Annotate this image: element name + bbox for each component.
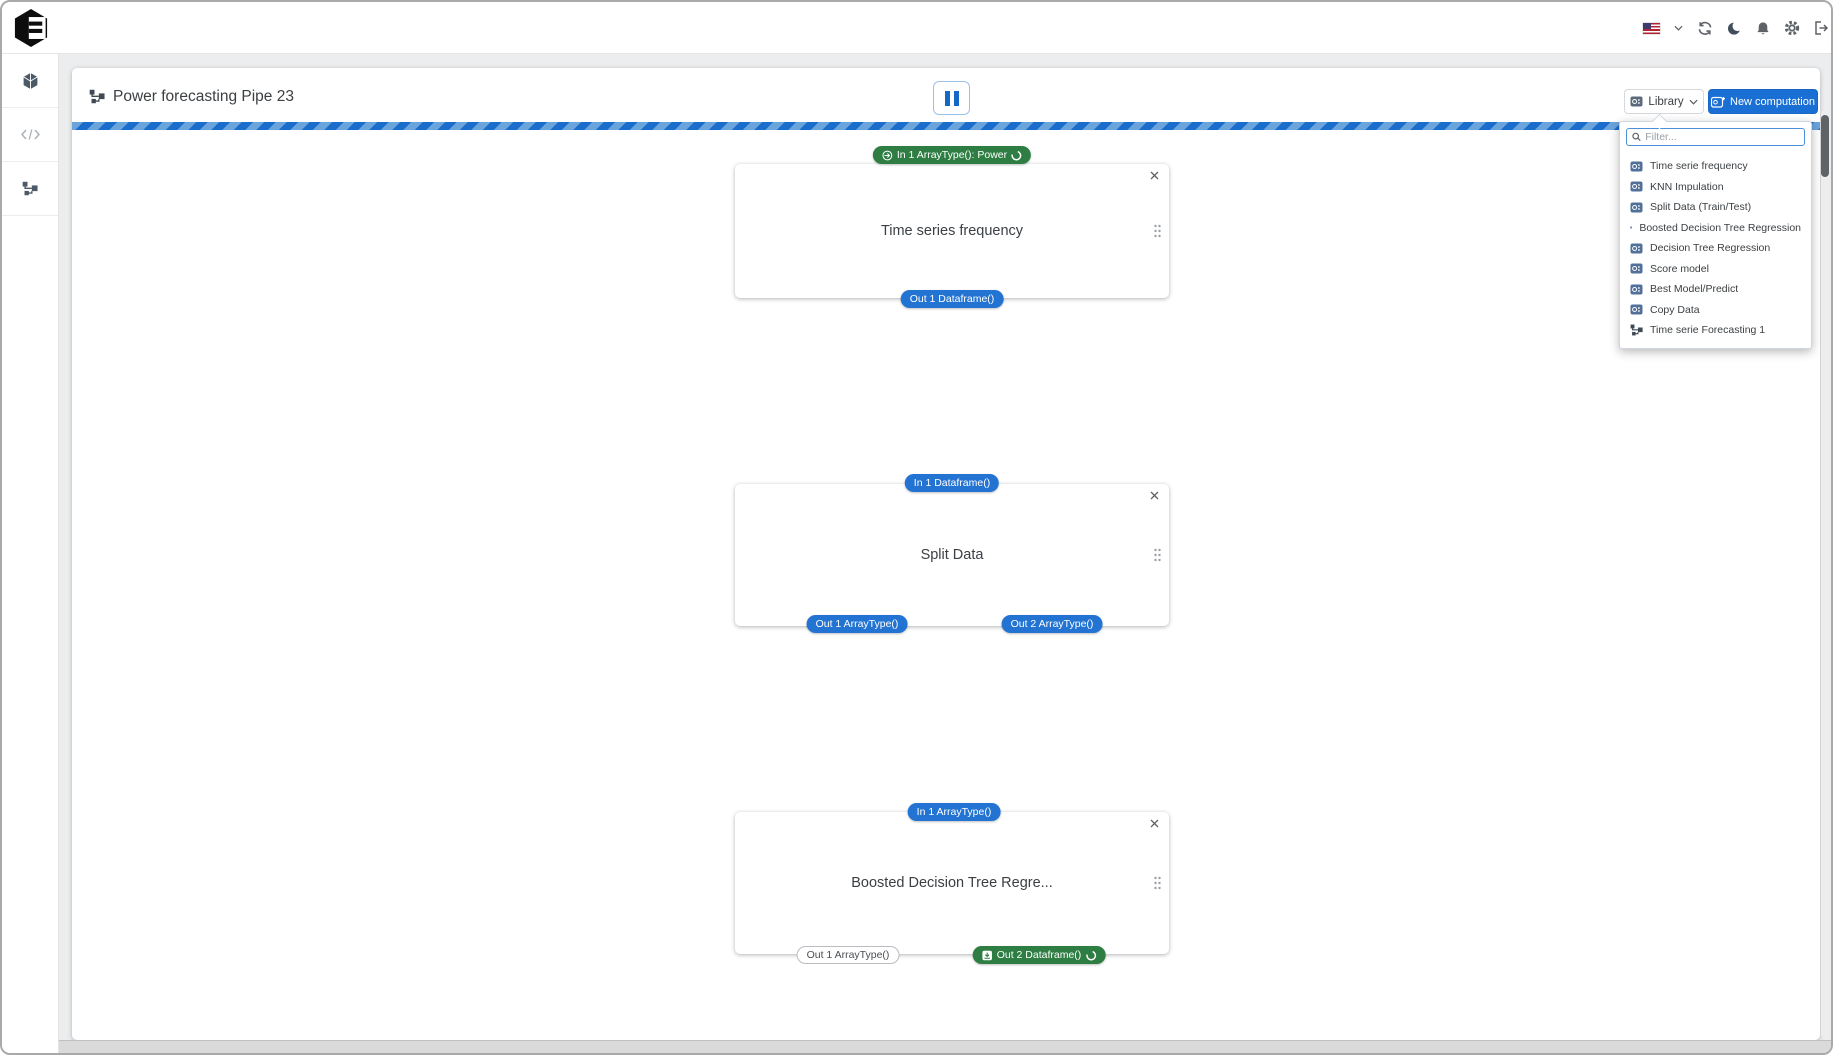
page-title: Power forecasting Pipe 23 [113,88,294,105]
computation-box-icon [1630,226,1633,229]
filter-input[interactable] [1645,131,1799,143]
vertical-scrollbar[interactable] [1821,110,1829,1038]
computation-box-icon [1630,202,1643,213]
input-port-badge[interactable]: In 1 ArrayType(): Power [872,146,1032,164]
library-item[interactable]: Best Model/Predict [1620,279,1811,300]
new-computation-label: New computation [1730,95,1815,108]
filter-field[interactable] [1626,128,1805,146]
library-item[interactable]: Split Data (Train/Test) [1620,197,1811,218]
pause-icon [944,90,950,106]
pipeline-icon [89,89,105,104]
node-title: Time series frequency [880,223,1024,239]
computation-box-icon [1630,96,1643,107]
loading-spinner-icon [1085,950,1096,960]
refresh-icon[interactable] [1697,21,1713,36]
computation-box-icon [1630,181,1643,192]
computation-box-icon [1630,304,1643,315]
search-icon [1632,132,1641,142]
output-port-badge[interactable]: Out 2 ArrayType() [1001,615,1103,633]
computation-box-icon [1630,161,1643,172]
computation-add-icon [1711,96,1725,108]
drag-handle-icon[interactable] [1154,876,1161,890]
output-port-badge[interactable]: Out 1 Dataframe() [900,290,1004,308]
node-boosted-decision-tree[interactable]: Boosted Decision Tree Regre... [735,812,1169,954]
chevron-down-icon [1689,99,1698,105]
pipeline-icon [1630,324,1643,336]
library-item[interactable]: KNN Impulation [1620,177,1811,198]
node-split-data[interactable]: Split Data [735,484,1169,626]
sidebar-item-pipelines[interactable] [2,162,58,216]
horizontal-scrollbar[interactable] [59,1040,1831,1053]
library-item[interactable]: Score model [1620,259,1811,280]
scrollbar-thumb[interactable] [1821,115,1829,177]
sidebar-item-models[interactable] [2,54,58,108]
cube-icon [22,72,38,89]
node-title: Boosted Decision Tree Regre... [851,875,1053,891]
input-source-icon [882,150,893,160]
settings-gear-icon[interactable] [1784,20,1800,36]
library-dropdown-button[interactable]: Library [1624,89,1704,114]
code-icon [20,129,40,140]
output-port-badge[interactable]: Out 1 ArrayType() [796,946,900,964]
library-dropdown-panel: Time serie frequency KNN Impulation Spli… [1619,121,1812,349]
logout-icon[interactable] [1814,21,1829,35]
top-bar [2,2,1831,54]
language-flag-icon[interactable] [1643,22,1660,34]
drag-handle-icon[interactable] [1154,548,1161,562]
output-port-badge[interactable]: Out 1 ArrayType() [806,615,908,633]
app-logo[interactable] [13,9,49,47]
pause-button[interactable] [933,81,970,115]
pipeline-icon [22,181,38,196]
close-icon[interactable] [1150,171,1159,180]
output-port-badge[interactable]: Out 2 Dataframe() [972,946,1106,964]
node-title: Split Data [920,547,984,563]
library-item-list: Time serie frequency KNN Impulation Spli… [1620,152,1811,341]
input-port-badge[interactable]: In 1 ArrayType() [907,803,1001,821]
library-item[interactable]: Decision Tree Regression [1620,238,1811,259]
library-item-pipeline[interactable]: Time serie Forecasting 1 [1620,320,1811,341]
library-item[interactable]: Time serie frequency [1620,156,1811,177]
close-icon[interactable] [1150,491,1159,500]
topbar-icon-row [1643,2,1831,54]
left-sidebar [2,54,59,1053]
notifications-bell-icon[interactable] [1756,21,1770,36]
chevron-down-icon[interactable] [1674,25,1683,31]
loading-spinner-icon [1011,150,1022,160]
new-computation-button[interactable]: New computation [1708,89,1818,114]
computation-box-icon [1630,243,1643,254]
library-item[interactable]: Copy Data [1620,300,1811,321]
dark-mode-moon-icon[interactable] [1727,20,1742,36]
library-button-label: Library [1648,95,1684,108]
input-port-badge[interactable]: In 1 Dataframe() [904,474,1000,492]
sidebar-item-code[interactable] [2,108,58,162]
close-icon[interactable] [1150,819,1159,828]
running-progress-bar [72,122,1820,130]
computation-box-icon [1630,284,1643,295]
computation-box-icon [1630,263,1643,274]
node-time-series-frequency[interactable]: Time series frequency [735,164,1169,298]
drag-handle-icon[interactable] [1154,224,1161,238]
archive-box-icon [982,950,992,960]
library-item[interactable]: Boosted Decision Tree Regression [1620,218,1811,239]
